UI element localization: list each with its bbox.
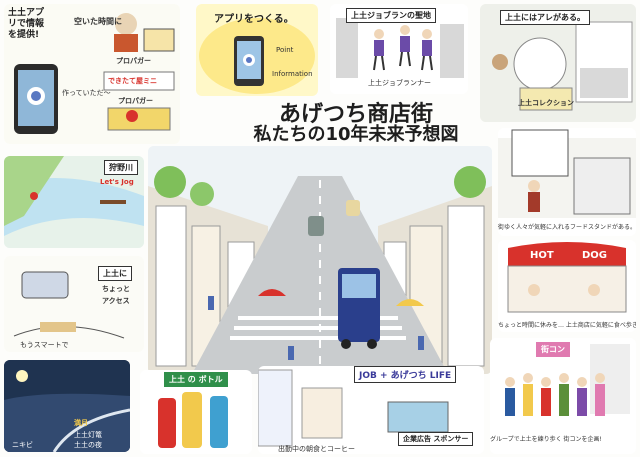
page-title-line-1: あげつち商店街 xyxy=(278,102,433,127)
food-stand-drawing xyxy=(498,129,636,218)
night-drawing xyxy=(4,360,130,452)
app-info-note-2: プロパガー xyxy=(116,57,151,65)
panel-town-shops: 上土にはアレがある。 上土コレクション xyxy=(480,4,636,122)
panel-job-life: JOB + あげつち LIFE 企業広告 スポンサー 出勤中の朝食とコーヒー xyxy=(258,366,484,454)
app-make-information: Information xyxy=(272,70,313,78)
phone-signs-note-2: ちょっと xyxy=(102,285,130,293)
panel-food-stand: 街ゆく人々が気軽に入れるフードスタンドがある。 xyxy=(498,128,636,236)
app-info-note-4: できたて屋ミニ xyxy=(108,77,157,85)
panel-street-scene xyxy=(148,146,492,374)
app-info-drawing xyxy=(14,13,175,134)
jogging-note: 上土ジョブランナー xyxy=(368,79,431,87)
bottles-drawing xyxy=(158,392,228,448)
river-note: Let's Jog xyxy=(100,178,134,186)
night-heading: 満月 xyxy=(74,419,88,427)
panel-app-info: 土土アプリで情報を提供! 空いた時間に プロパガー プロパガー できたて屋ミニ … xyxy=(4,4,180,144)
job-life-banner: JOB + あげつち LIFE xyxy=(354,366,457,383)
hotdog-sign-1: HOT xyxy=(530,250,554,261)
hotdog-sign-2: DOG xyxy=(582,250,608,261)
night-note-2: 土土の夜 xyxy=(74,441,102,449)
group-heading: 街コン xyxy=(536,342,570,357)
jogging-heading: 上土ジョブランの聖地 xyxy=(346,8,436,23)
jogging-drawing xyxy=(336,18,464,78)
app-make-drawing xyxy=(199,18,315,94)
phone-signs-note-3: アクセス xyxy=(102,297,130,305)
app-make-heading: アプリをつくる。 xyxy=(214,14,294,25)
hotdog-drawing xyxy=(507,242,627,313)
job-life-label: 企業広告 スポンサー xyxy=(398,432,474,446)
panel-river: 狩野川 Let's Jog xyxy=(4,156,144,248)
bottles-heading: 上土 の ボトル xyxy=(164,372,228,387)
job-life-drawing xyxy=(258,369,449,447)
app-info-note-5: 作っていただ〜 xyxy=(62,89,111,97)
river-heading: 狩野川 xyxy=(104,160,138,175)
job-life-caption: 出勤中の朝食とコーヒー xyxy=(278,445,355,453)
phone-signs-caption: もうスマートで xyxy=(20,341,69,349)
panel-bottles: 上土 の ボトル xyxy=(140,370,252,454)
night-note-3: ニキビ xyxy=(12,441,33,449)
night-note-1: 上土灯篭 xyxy=(74,431,102,439)
panel-hotdog: HOT DOG ちょっと時間に休みを… 上土商店に気軽に食べ歩き xyxy=(498,240,636,332)
phone-signs-drawing xyxy=(13,271,125,339)
phone-signs-note-1: 上土に xyxy=(98,266,132,281)
town-shops-note: 上土コレクション xyxy=(518,99,574,107)
app-info-note-1: 空いた時間に xyxy=(74,17,122,26)
street-drawing xyxy=(148,146,492,374)
panel-group: 街コン グループで上土を練り歩く 街コンを企画! xyxy=(490,338,636,454)
panel-jogging: 上土ジョブランの聖地 上土ジョブランナー xyxy=(330,4,468,94)
group-caption: グループで上土を練り歩く 街コンを企画! xyxy=(490,436,602,443)
town-shops-heading: 上土にはアレがある。 xyxy=(500,10,590,25)
panel-app-make: アプリをつくる。 Point Information xyxy=(196,4,318,96)
app-info-heading: 土土アプリで情報を提供! xyxy=(8,8,45,40)
panel-night: 満月 上土灯篭 土土の夜 ニキビ xyxy=(4,360,130,452)
hotdog-caption: ちょっと時間に休みを… 上土商店に気軽に食べ歩き xyxy=(498,322,636,329)
app-info-note-3: プロパガー xyxy=(118,97,153,105)
app-make-point: Point xyxy=(276,46,294,54)
group-drawing xyxy=(505,344,630,416)
page-title-line-2: 私たちの10年未来予想図 xyxy=(253,124,459,145)
panel-phone-signs: 上土に ちょっと アクセス もうスマートで xyxy=(4,256,144,352)
food-stand-caption: 街ゆく人々が気軽に入れるフードスタンドがある。 xyxy=(498,224,636,231)
